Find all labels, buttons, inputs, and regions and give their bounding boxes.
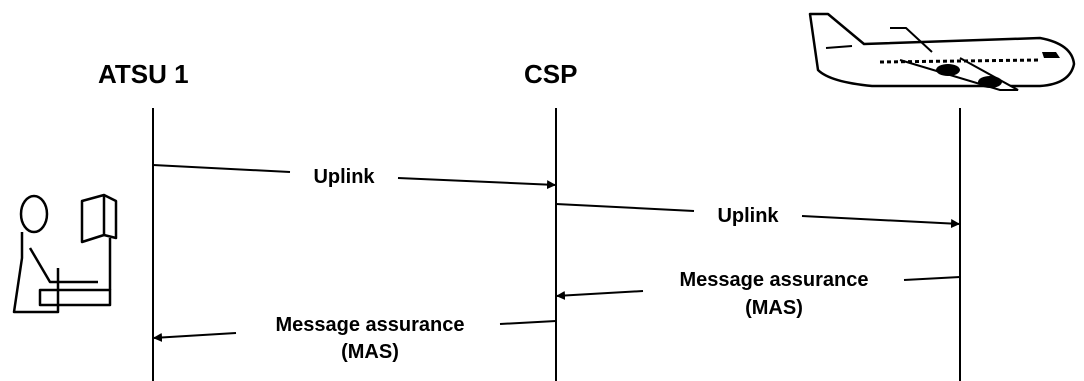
message-mas-2-label: Message assurance bbox=[275, 314, 464, 336]
message-mas-1-label: Message assurance bbox=[679, 269, 868, 291]
message-uplink-1-label: Uplink bbox=[313, 166, 375, 188]
arrow-mas-1-b bbox=[555, 290, 644, 300]
arrow-uplink-2-a bbox=[555, 203, 695, 212]
message-uplink-2-label: Uplink bbox=[717, 205, 779, 227]
participant-atsu1-label: ATSU 1 bbox=[98, 59, 189, 89]
arrow-uplink-1-b bbox=[397, 177, 557, 190]
airplane-icon bbox=[808, 12, 1076, 91]
arrow-mas-2-b bbox=[152, 332, 237, 342]
arrow-uplink-2-b bbox=[801, 215, 961, 229]
arrow-mas-2-a bbox=[499, 320, 557, 325]
message-mas-2-sublabel: (MAS) bbox=[341, 341, 399, 363]
arrow-uplink-1-a bbox=[152, 164, 291, 173]
controller-icon bbox=[12, 193, 118, 314]
participant-csp-label: CSP bbox=[524, 59, 577, 89]
arrow-mas-1-a bbox=[903, 276, 961, 281]
message-mas-1-sublabel: (MAS) bbox=[745, 297, 803, 319]
